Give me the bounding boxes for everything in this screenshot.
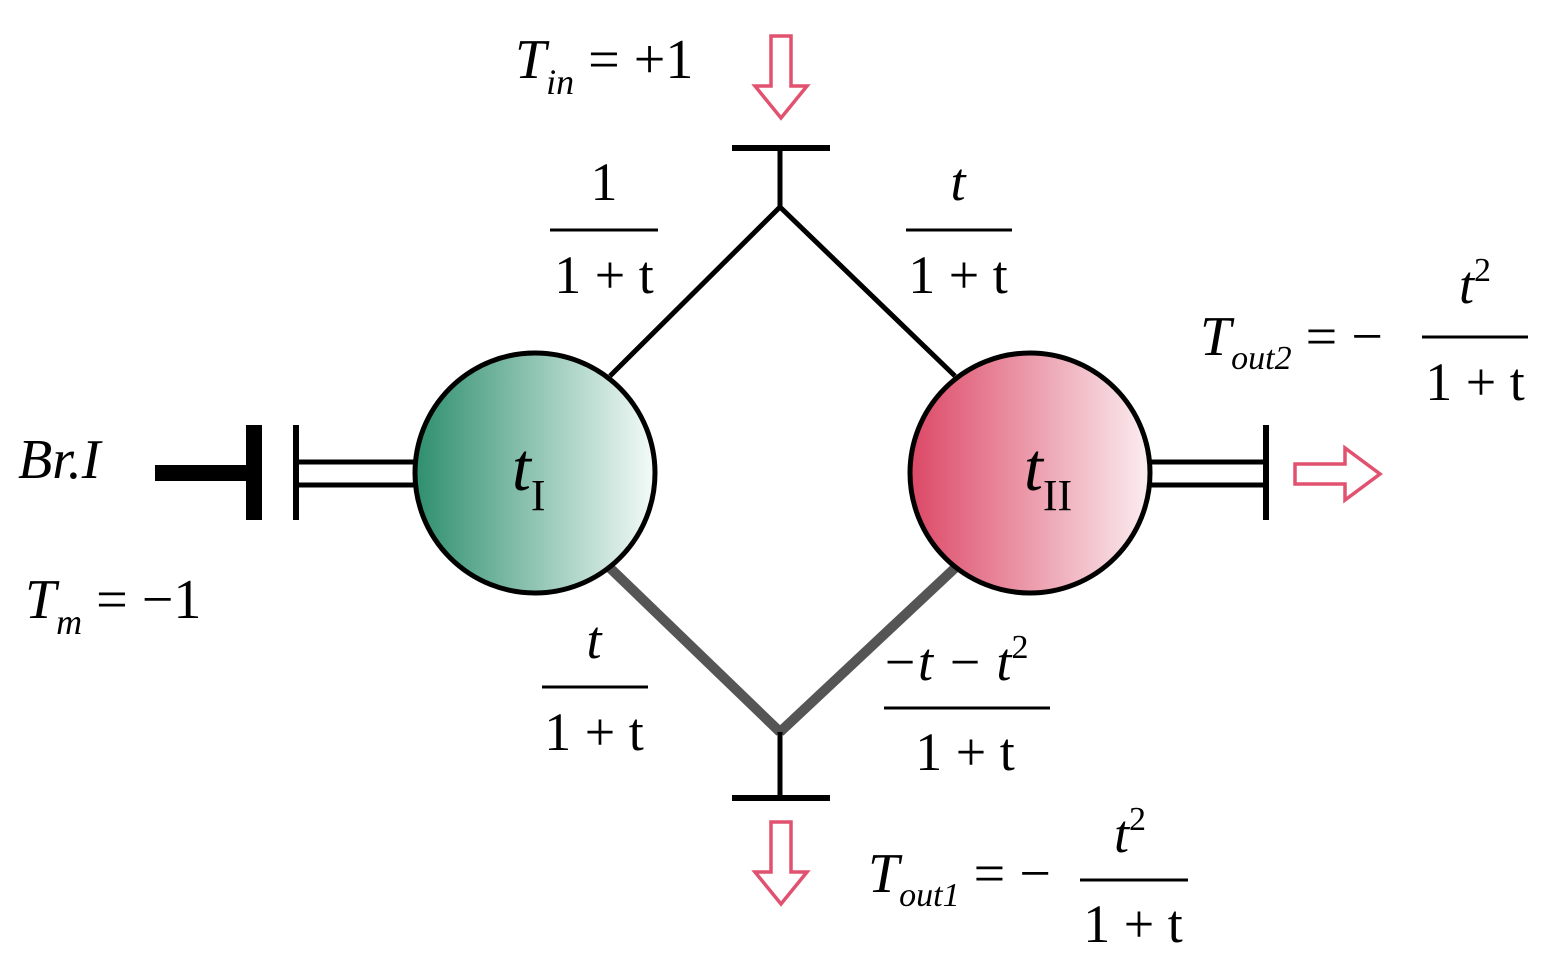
edge-top-right bbox=[778, 205, 957, 378]
input-arrow-icon bbox=[751, 34, 811, 121]
edge-top-left-fraction: 1 1 + t bbox=[550, 152, 658, 305]
node-left-circle bbox=[412, 350, 658, 596]
edge-bottom-right bbox=[776, 564, 959, 736]
node-right-label: tII bbox=[1024, 429, 1072, 520]
edge-top-left bbox=[608, 205, 782, 378]
mirror-value-label: Tm= −1 bbox=[25, 569, 201, 642]
input-label: Tin= +1 bbox=[515, 29, 693, 102]
fraction-numerator: −t − t2 bbox=[882, 629, 1029, 692]
fraction-denominator: 1 + t bbox=[908, 245, 1007, 305]
fraction-denominator: 1 + t bbox=[915, 722, 1014, 782]
output1-arrow-icon bbox=[751, 820, 811, 907]
svg-text:Tout1= −: Tout1= − bbox=[868, 843, 1051, 914]
mirror-name-label: Br.I bbox=[18, 429, 103, 491]
node-right-circle bbox=[907, 350, 1153, 596]
edge-bottom-left bbox=[606, 564, 784, 736]
output2-arrow-icon bbox=[1293, 444, 1383, 504]
fraction-numerator: t2 bbox=[1459, 252, 1491, 315]
fraction-denominator: 1 + t bbox=[1083, 894, 1182, 954]
fraction-denominator: 1 + t bbox=[1425, 352, 1524, 412]
fraction-denominator: 1 + t bbox=[544, 702, 643, 762]
fraction-numerator: t2 bbox=[1114, 801, 1146, 864]
node-left-label: tI bbox=[512, 429, 546, 520]
fraction-numerator: t bbox=[950, 152, 967, 212]
fraction-numerator: t bbox=[586, 610, 603, 670]
edge-bottom-left-fraction: t 1 + t bbox=[542, 610, 648, 762]
edge-bottom-right-fraction: −t − t2 1 + t bbox=[882, 629, 1050, 782]
svg-text:Tout2= −: Tout2= − bbox=[1200, 306, 1383, 377]
fraction-numerator: 1 bbox=[591, 152, 618, 212]
edge-top-right-fraction: t 1 + t bbox=[906, 152, 1012, 305]
output1-label: Tout1= − t2 1 + t bbox=[868, 801, 1188, 954]
fraction-denominator: 1 + t bbox=[554, 245, 653, 305]
output2-label: Tout2= − t2 1 + t bbox=[1200, 252, 1528, 412]
